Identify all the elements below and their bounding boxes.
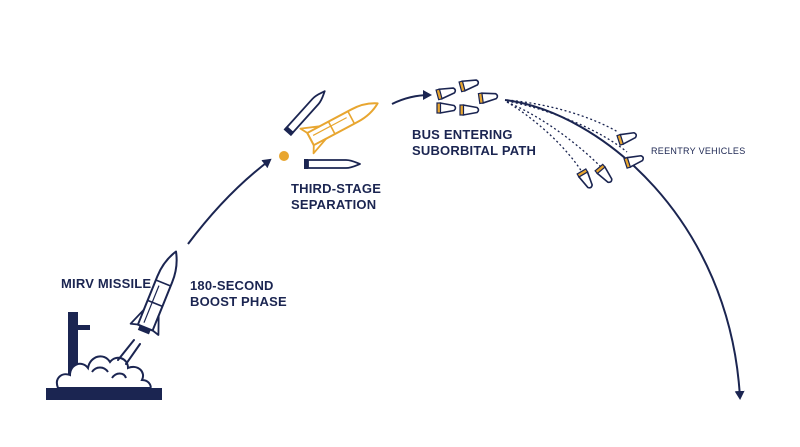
boost-phase-label: 180-SECOND BOOST PHASE: [190, 278, 287, 310]
exhaust-cloud-icon: [56, 355, 152, 389]
missile-icon: [129, 250, 178, 336]
bus-label-line1: BUS ENTERING: [412, 127, 513, 142]
third-stage-label-line2: SEPARATION: [291, 197, 377, 212]
reentry-vehicles: [576, 129, 646, 191]
bus-label-line2: SUBORBITAL PATH: [412, 143, 537, 158]
bus-arrow: [391, 90, 432, 105]
mirv-missile-label: MIRV MISSILE: [61, 276, 152, 291]
reentry-paths: [506, 99, 628, 173]
warhead-icon: [576, 168, 596, 191]
warhead-icon: [616, 129, 639, 146]
separated-booster-icon: [283, 90, 326, 137]
third-stage-missile-icon: [299, 102, 379, 155]
warhead-icon: [594, 163, 616, 186]
exhaust-trail: [117, 339, 141, 365]
third-stage-label-line1: THIRD-STAGE: [291, 181, 382, 196]
warhead-icon: [458, 76, 481, 93]
reentry-vehicles-label: REENTRY VEHICLES: [651, 146, 746, 156]
warhead-icon: [459, 104, 480, 116]
bus-warheads: [435, 76, 499, 116]
exhaust-burst-icon: [279, 151, 289, 161]
suborbital-trajectory: [504, 99, 745, 400]
bus-label: BUS ENTERING SUBORBITAL PATH: [412, 127, 536, 159]
boost-phase-arrow: [187, 158, 272, 245]
warhead-icon: [477, 90, 499, 105]
launch-tower-icon: [46, 312, 162, 400]
warhead-icon: [435, 84, 458, 101]
separated-booster-icon: [304, 159, 361, 169]
boost-phase-label-line1: 180-SECOND: [190, 278, 274, 293]
warhead-icon: [436, 102, 457, 114]
boost-phase-label-line2: BOOST PHASE: [190, 294, 287, 309]
third-stage-label: THIRD-STAGE SEPARATION: [291, 181, 381, 213]
